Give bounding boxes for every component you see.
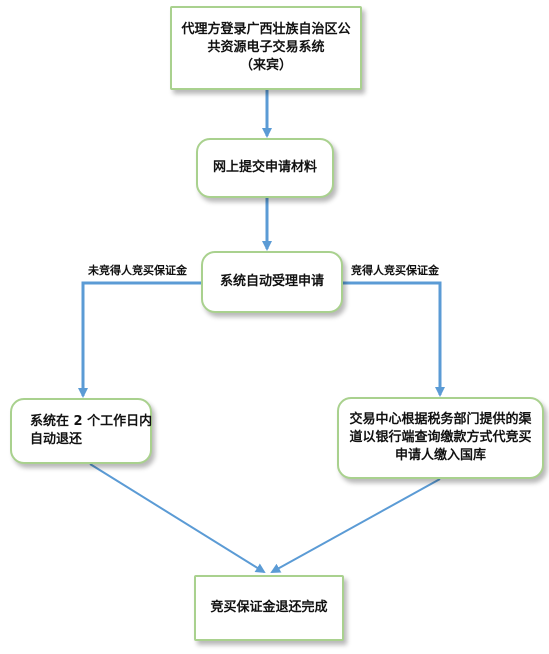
node-login-line-3: （来宾） <box>239 58 292 73</box>
node-login: 代理方登录广西壮族自治区公 共资源电子交易系统 （来宾） <box>170 6 362 90</box>
node-auto-accept-label: 系统自动受理申请 <box>219 274 324 289</box>
node-center-refund-line-2: 道以银行端查询缴款方式代竞买 <box>349 430 532 445</box>
arrow-left-to-done <box>89 463 266 574</box>
node-center-refund-line-1: 交易中心根据税务部门提供的渠 <box>349 412 532 427</box>
edge-label-non-winner: 未竞得人竞买保证金 <box>88 264 187 277</box>
edge-label-winner: 竞得人竞买保证金 <box>351 264 439 277</box>
node-auto-accept: 系统自动受理申请 <box>201 251 343 313</box>
node-login-line-2: 共资源电子交易系统 <box>207 40 325 55</box>
arrow-right-to-done <box>270 478 441 573</box>
node-auto-refund-line-2: 自动退还 <box>30 432 83 447</box>
node-auto-refund: 系统在 2 个工作日内 自动退还 <box>10 398 152 464</box>
node-center-refund: 交易中心根据税务部门提供的渠 道以银行端查询缴款方式代竞买 申请人缴入国库 <box>337 397 544 479</box>
node-submit-materials: 网上提交申请材料 <box>196 138 334 198</box>
arrow-auto-to-left <box>78 281 201 398</box>
node-login-line-1: 代理方登录广西壮族自治区公 <box>181 22 351 37</box>
node-center-refund-line-3: 申请人缴入国库 <box>394 448 486 463</box>
node-refund-complete: 竞买保证金退还完成 <box>194 575 344 641</box>
node-refund-complete-label: 竞买保证金退还完成 <box>210 600 328 615</box>
node-submit-label: 网上提交申请材料 <box>212 160 317 175</box>
arrow-auto-to-right <box>343 281 445 397</box>
node-auto-refund-line-1: 系统在 2 个工作日内 <box>30 414 153 429</box>
